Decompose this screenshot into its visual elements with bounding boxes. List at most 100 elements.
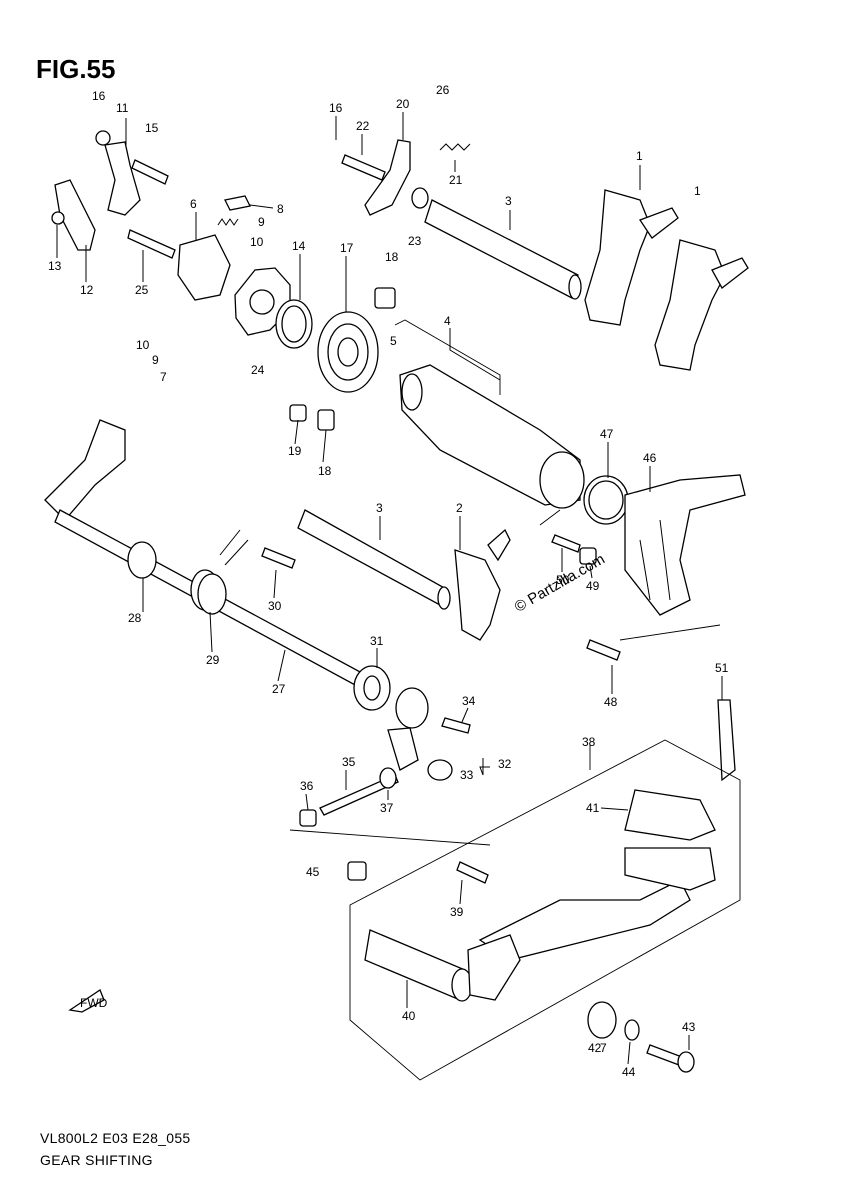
callout-10b: 10 [136,338,150,352]
callout-7a: 7 [160,370,167,384]
part-bolt-19 [289,404,307,422]
callout-39: 39 [450,905,464,919]
callout-33: 33 [460,768,474,782]
callout-14: 14 [292,239,306,253]
part-pad-41 [624,789,716,841]
part-collar-42 [587,1001,617,1039]
part-bolt-49 [579,547,597,565]
part-oring-47 [583,475,629,525]
callout-4: 4 [444,314,451,328]
callout-7b: 7 [600,1041,607,1055]
callout-1a: 1 [636,149,643,163]
part-small-bushing-18 [317,287,396,431]
callout-30: 30 [268,599,282,613]
callout-29: 29 [206,653,220,667]
callout-9a: 9 [258,215,265,229]
callout-48: 48 [604,695,618,709]
part-lever-12 [51,179,96,251]
fwd-label: FWD [80,996,108,1010]
callout-5: 5 [390,334,397,348]
part-bolt-30 [261,547,296,569]
callout-19: 19 [288,444,302,458]
part-switch-46 [624,474,746,616]
callout-2: 2 [456,501,463,515]
part-collar-33 [427,759,453,781]
part-gear-shift-cam-4 [399,364,585,509]
callout-6: 6 [190,197,197,211]
callout-10a: 10 [250,235,264,249]
part-washer-44 [624,1019,640,1041]
part-pin-50 [551,534,581,553]
part-spring-21 [439,143,471,151]
callout-45: 45 [306,865,320,879]
part-shift-pedal-upper [44,419,126,521]
part-nut-37 [379,767,397,789]
callout-8: 8 [277,202,284,216]
part-bolt-48 [586,639,621,661]
leader-lines [56,112,723,1065]
callout-16b: 16 [329,101,343,115]
callout-15: 15 [145,121,159,135]
callout-18a: 18 [385,250,399,264]
assembly-outline-lines [289,319,741,1081]
callout-24: 24 [251,363,265,377]
callout-31: 31 [370,634,384,648]
callout-16a: 16 [92,89,106,103]
callout-43: 43 [682,1020,696,1034]
part-bushing-28 [127,541,157,579]
part-spring-10 [217,218,239,226]
part-spring-29 [190,529,249,615]
part-pedal-38 [478,847,716,961]
callout-11: 11 [116,101,129,115]
callout-36: 36 [300,779,314,793]
callout-37: 37 [380,801,394,815]
callout-9b: 9 [152,353,159,367]
part-fork-1a [584,189,679,326]
callout-26: 26 [436,83,450,97]
part-bolt-22 [341,154,386,181]
callout-23: 23 [408,234,422,248]
callout-27: 27 [272,682,286,696]
callout-21: 21 [449,173,463,187]
part-clip-51 [717,699,736,782]
part-shaft-bolt-15 [131,159,169,185]
callout-34: 34 [462,694,476,708]
callout-35: 35 [342,755,356,769]
part-fork-2 [454,528,511,641]
callout-51: 51 [715,661,729,675]
callout-1b: 1 [694,184,701,198]
callout-13: 13 [48,259,62,273]
callout-25: 25 [135,283,149,297]
part-washer-23 [411,187,429,209]
part-bushing-32 [387,687,429,771]
part-oring-14 [275,299,313,349]
part-bearing-17 [317,311,379,393]
callout-42: 42 [588,1041,602,1055]
callout-50: 50 [556,573,570,587]
part-nut-45 [347,861,367,881]
part-stopper-plate [95,130,141,216]
callout-44: 44 [622,1065,636,1079]
part-pivot-20 [364,139,411,216]
part-rod-35 [319,774,399,816]
callout-38: 38 [582,735,596,749]
callout-3b: 3 [376,501,383,515]
callout-22: 22 [356,119,370,133]
part-bolt-34 [441,717,471,734]
callout-32: 32 [498,757,512,771]
part-nut-36 [299,809,317,827]
part-bolt-39 [456,861,489,884]
diagram-title: GEAR SHIFTING [40,1152,153,1168]
part-rubber-40 [364,929,521,1002]
callout-labels: 1 1 2 3 3 4 5 6 7 8 9 9 10 10 11 12 13 1… [48,83,729,1079]
callout-46: 46 [643,451,657,465]
callout-12: 12 [80,283,94,297]
part-cam-stopper-6 [127,229,231,301]
callout-28: 28 [128,611,142,625]
figure-number: FIG.55 [36,54,116,84]
callout-47: 47 [600,427,614,441]
diagram-code: VL800L2 E03 E28_055 [40,1130,191,1146]
part-fork-1b [654,239,749,371]
